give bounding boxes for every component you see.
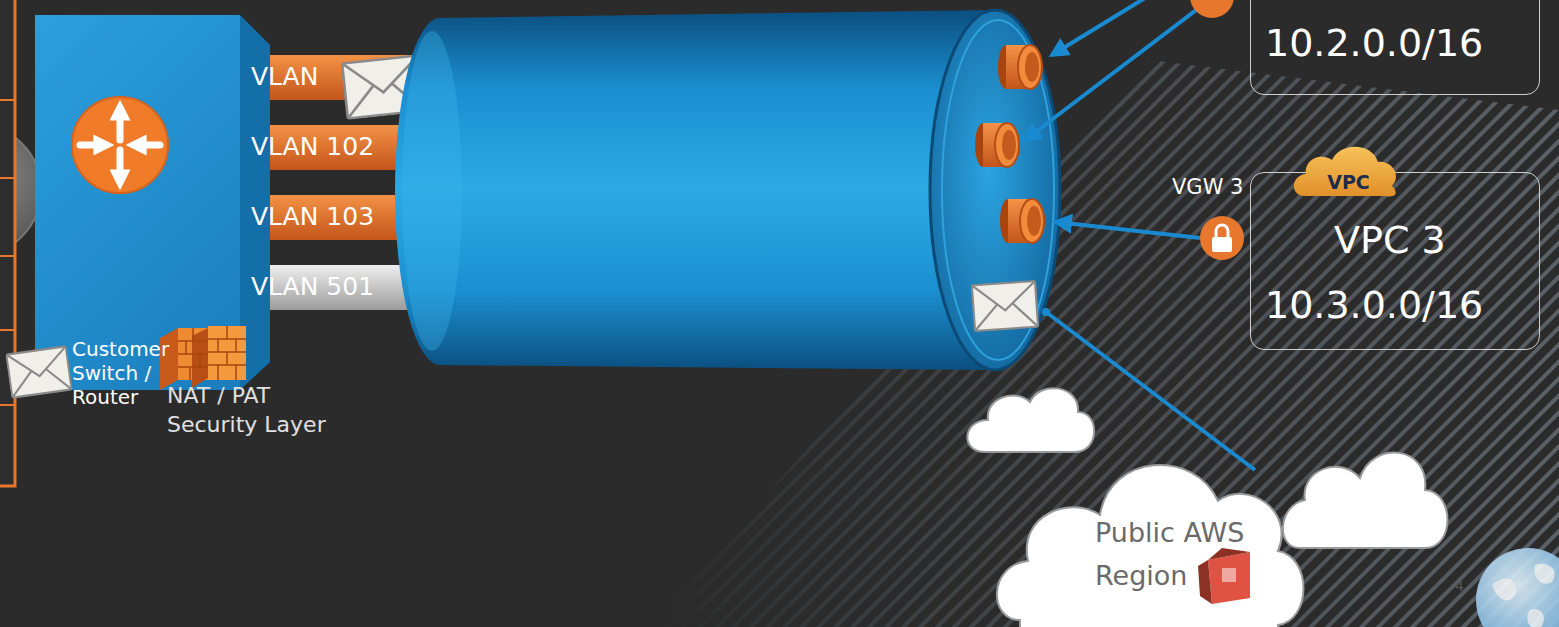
side-panel [0, 0, 15, 486]
vlan-label: VLAN [251, 62, 431, 92]
page-number: 4 [1455, 578, 1475, 595]
vlan-label: VLAN 102 [251, 132, 431, 162]
vpc-name: VPC 3 [1334, 218, 1534, 264]
vif-tube [975, 123, 1019, 167]
public-region-cloud: Public AWS Region [990, 415, 1310, 627]
envelope [972, 281, 1038, 331]
security-note: NAT / PAT Security Layer [167, 382, 342, 439]
vpc-badge-text: VPC [1301, 171, 1396, 194]
vpc-box: VPC VPC 3 10.3.0.0/16 [1250, 172, 1540, 350]
envelope [6, 346, 71, 397]
cloud-outline [997, 465, 1304, 627]
direct-connect-tube [395, 10, 1060, 370]
vif-arrow [1025, 0, 1255, 470]
cidr-block: 10.3.0.0/16 [1265, 283, 1541, 329]
vif-tube [1000, 199, 1044, 243]
vpc-badge [1294, 147, 1396, 197]
vpc-box: 10.2.0.0/16 [1250, 0, 1540, 95]
vlan-label: VLAN 501 [251, 272, 431, 302]
router-icon [72, 97, 168, 193]
cidr-block: 10.2.0.0/16 [1265, 21, 1541, 67]
globe-icon [1476, 548, 1559, 627]
vlan-label: VLAN 103 [251, 202, 431, 232]
cloud-label: Public AWS Region [1095, 511, 1270, 597]
gateway-label: VGW 3 [1172, 175, 1252, 200]
vif-tube [998, 45, 1042, 89]
box-title: Customer Switch / Router [72, 337, 172, 409]
vgw-lock [1190, 0, 1244, 260]
